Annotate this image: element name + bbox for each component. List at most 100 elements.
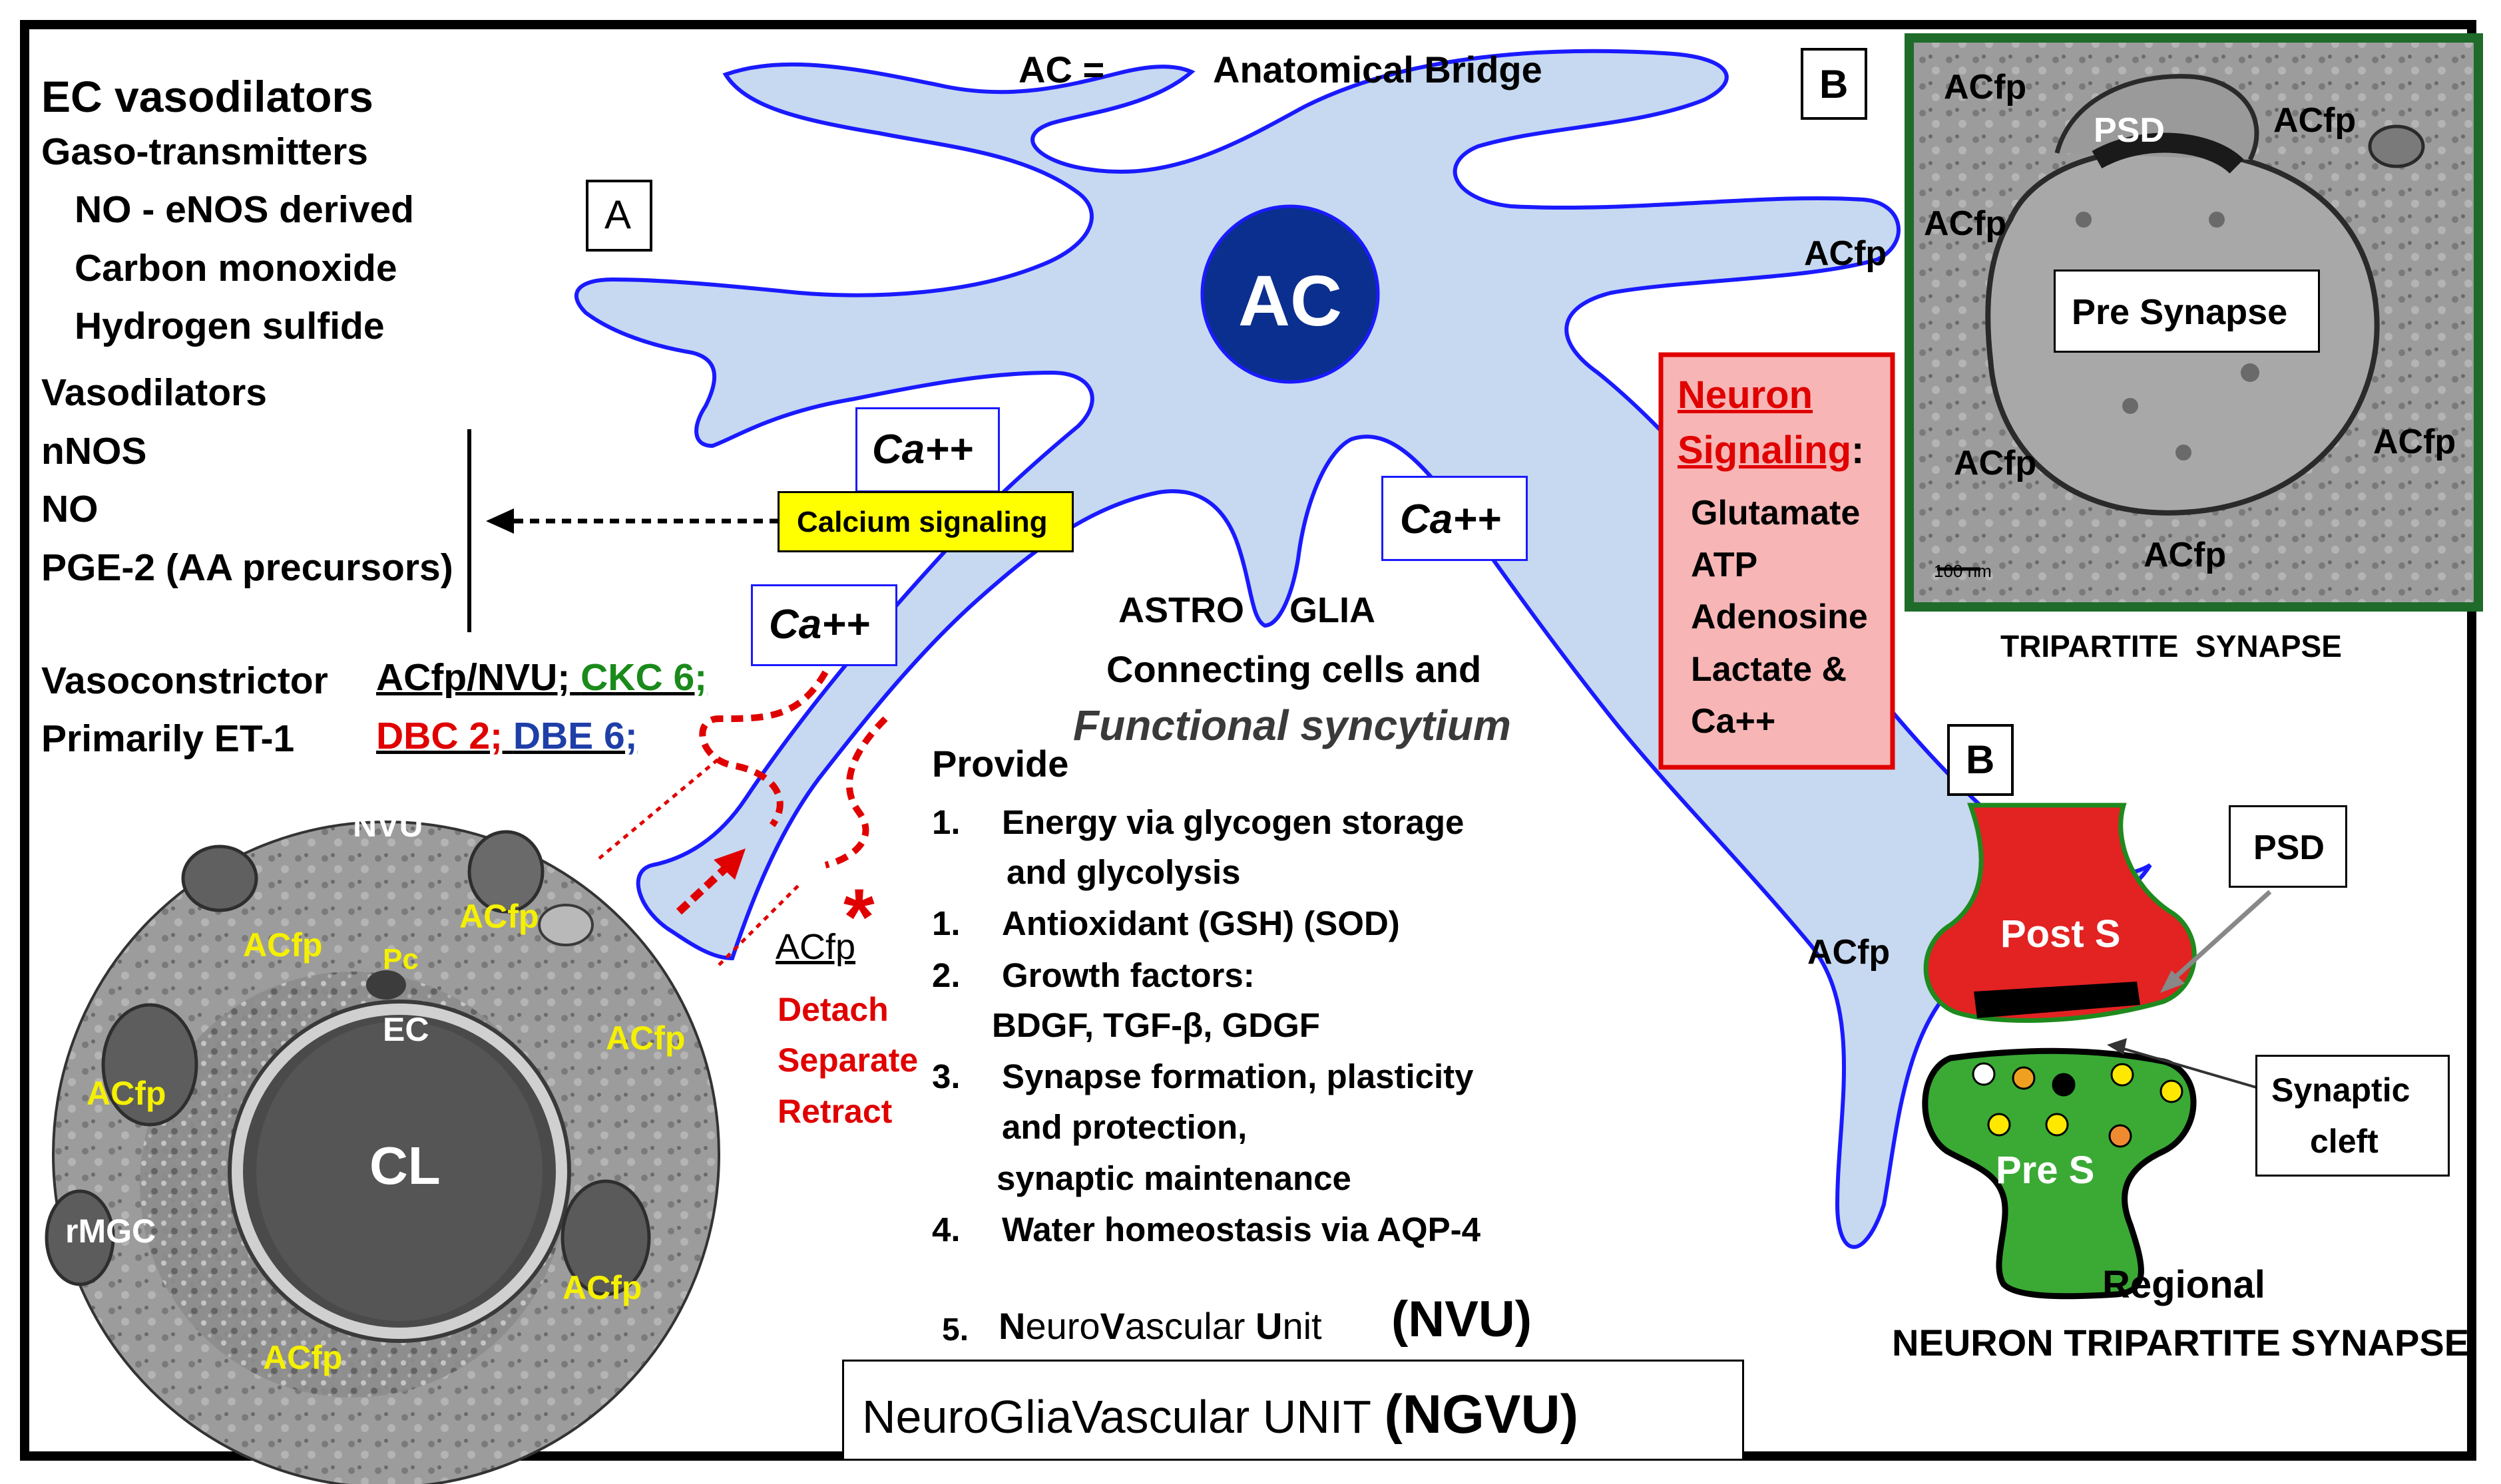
neuron-signal-adenosine: Adenosine — [1691, 598, 1868, 636]
em-tr-acfp-5: ACfp — [2373, 423, 2456, 461]
em-label-acfp-5: ACfp — [563, 1269, 642, 1306]
em-label-acfp-4: ACfp — [87, 1075, 166, 1112]
em-tr-psd: PSD — [2094, 111, 2165, 150]
calcium-signaling-badge — [778, 491, 1074, 552]
detach-thin-line-1 — [598, 757, 720, 860]
ngvu-box — [842, 1360, 1744, 1461]
pre-s-label: Pre S — [1996, 1149, 2095, 1192]
synaptic-label: Synaptic — [2271, 1071, 2410, 1109]
neuron-signaling-word: Signaling — [1678, 429, 1851, 472]
acfp-process-right: ACfp — [1804, 234, 1887, 273]
dbc-dbe-citation: DBC 2; DBE 6; — [376, 717, 638, 755]
nvu-part-nit: nit — [1282, 1305, 1322, 1347]
provide-item-4-line-1: Synapse formation, plasticity — [1002, 1057, 1474, 1095]
ec-vasodilators-title: EC vasodilators — [41, 72, 373, 121]
micrograph-em — [45, 821, 720, 1484]
psd-label-box — [2229, 805, 2347, 888]
panel-b-bottom-label — [1947, 724, 2014, 796]
dbc-citation: DBC 2; — [376, 715, 503, 757]
neuron-signal-lactate: Lactate & — [1691, 650, 1847, 689]
pre-synapse-label: Pre Synapse — [2072, 292, 2288, 332]
acfp-nvu-citation: ACfp/NVU; CKC 6; — [376, 659, 707, 697]
neuron-signaling-title-1: Neuron — [1678, 373, 1813, 417]
detach-red-arrowhead — [714, 848, 746, 880]
em-label-ec: EC — [383, 1011, 429, 1048]
calcium-arrowhead — [486, 508, 514, 534]
detach-label: Detach — [778, 991, 889, 1028]
nvu-expansion: NeuroVascular Unit — [999, 1308, 1322, 1345]
provide-num-3: 2. — [932, 956, 961, 994]
em-tr-acfp-3: ACfp — [1924, 204, 2007, 243]
provide-item-3-line-2: BDGF, TGF-β, GDGF — [992, 1006, 1320, 1044]
panel-b-bottom-text: B — [1966, 737, 1995, 782]
em-label-acfp-2: ACfp — [459, 898, 539, 935]
provide-num-2: 1. — [932, 904, 961, 942]
nvu-part-ascular: ascular — [1124, 1305, 1255, 1347]
calcium-signaling-label: Calcium signaling — [797, 506, 1048, 538]
ac-nucleus-label: AC — [1238, 260, 1342, 341]
provide-num-4: 3. — [932, 1057, 961, 1095]
em-label-cl: CL — [369, 1136, 441, 1195]
provide-item-4-line-3: synaptic maintenance — [997, 1159, 1351, 1197]
ngvu-text: NeuroGliaVascular UNIT — [862, 1391, 1372, 1443]
retract-label: Retract — [778, 1093, 893, 1130]
provide-header: Provide — [932, 743, 1069, 785]
nvu-abbrev: (NVU) — [1391, 1291, 1532, 1348]
panel-a-label — [586, 180, 652, 252]
em-tr-acfp-6: ACfp — [2144, 536, 2227, 574]
em-label-acfp-1: ACfp — [243, 926, 323, 964]
synaptic-cleft-pointer — [2116, 1045, 2271, 1093]
ac-nucleus — [1200, 204, 1380, 384]
ca-box-2 — [1381, 476, 1528, 561]
nvu-part-euro: euro — [1025, 1305, 1100, 1347]
astrocyte-body — [574, 49, 2152, 1249]
acfp-process-lower: ACfp — [1807, 933, 1891, 972]
provide-item-4-line-2: and protection, — [1002, 1108, 1248, 1146]
connecting-cells-label: Connecting cells and — [1106, 648, 1482, 690]
em-label-rmgc: rMGC — [65, 1212, 156, 1250]
ngvu-label: NeuroGliaVascular UNIT (NGVU) — [862, 1388, 1578, 1442]
neuron-signal-glutamate: Glutamate — [1691, 494, 1861, 532]
ca-label-2: Ca++ — [1400, 496, 1501, 542]
provide-num-1: 1. — [932, 803, 961, 841]
ckc-citation: CKC 6; — [580, 656, 708, 699]
detach-dotted-path-1 — [699, 670, 829, 827]
ngvu-abbrev: (NGVU) — [1384, 1384, 1579, 1445]
panel-a-text: A — [604, 192, 632, 237]
pre-synapse-box — [2054, 270, 2320, 353]
tripartite-synapse-caption: TRIPARTITE SYNAPSE — [2000, 629, 2342, 663]
ca-label-3: Ca++ — [769, 602, 870, 648]
detach-thick-arrow-line — [676, 862, 732, 915]
provide-item-5-line-1: Water homeostasis via AQP-4 — [1002, 1210, 1480, 1248]
provide-item-1-line-2: and glycolysis — [1007, 853, 1241, 891]
neuron-tripartite-synapse-label: NEURON TRIPARTITE SYNAPSE — [1892, 1322, 2470, 1364]
em-label-nvu: NVU — [353, 807, 423, 844]
psd-pointer — [2165, 890, 2272, 987]
em-tr-acfp-2: ACfp — [2273, 101, 2357, 140]
detach-dotted-path-2 — [824, 716, 888, 868]
synaptic-cleft-box — [2255, 1055, 2450, 1177]
gaso-item-h2s: Hydrogen sulfide — [75, 305, 385, 347]
provide-num-5: 4. — [932, 1210, 961, 1248]
vasodilator-item-no: NO — [41, 488, 99, 530]
nvu-letter-v: V — [1100, 1305, 1125, 1347]
psd-label: PSD — [2253, 829, 2325, 867]
em-label-acfp-3: ACfp — [606, 1020, 686, 1057]
astro-label: ASTRO — [1118, 590, 1244, 630]
gaso-item-no: NO - eNOS derived — [75, 188, 414, 231]
separate-label: Separate — [778, 1041, 919, 1079]
ca-label-1: Ca++ — [872, 427, 973, 472]
neuron-signaling-colon: : — [1851, 429, 1865, 472]
acfp-nvu-text: ACfp/NVU; — [376, 656, 570, 699]
detach-thin-line-2 — [718, 884, 800, 966]
gaso-transmitters-header: Gaso-transmitters — [41, 130, 368, 173]
primarily-et1-label: Primarily ET-1 — [41, 717, 295, 760]
vasoconstrictor-label: Vasoconstrictor — [41, 659, 328, 702]
post-s-label: Post S — [2000, 912, 2121, 956]
nvu-letter-u: U — [1255, 1305, 1283, 1347]
vasodilator-item-pge2: PGE-2 (AA precursors) — [41, 546, 453, 589]
em-scale-bar-label: 100 nm — [1934, 561, 1992, 581]
regional-label: Regional — [2102, 1263, 2265, 1306]
vasodilators-header: Vasodilators — [41, 371, 267, 414]
